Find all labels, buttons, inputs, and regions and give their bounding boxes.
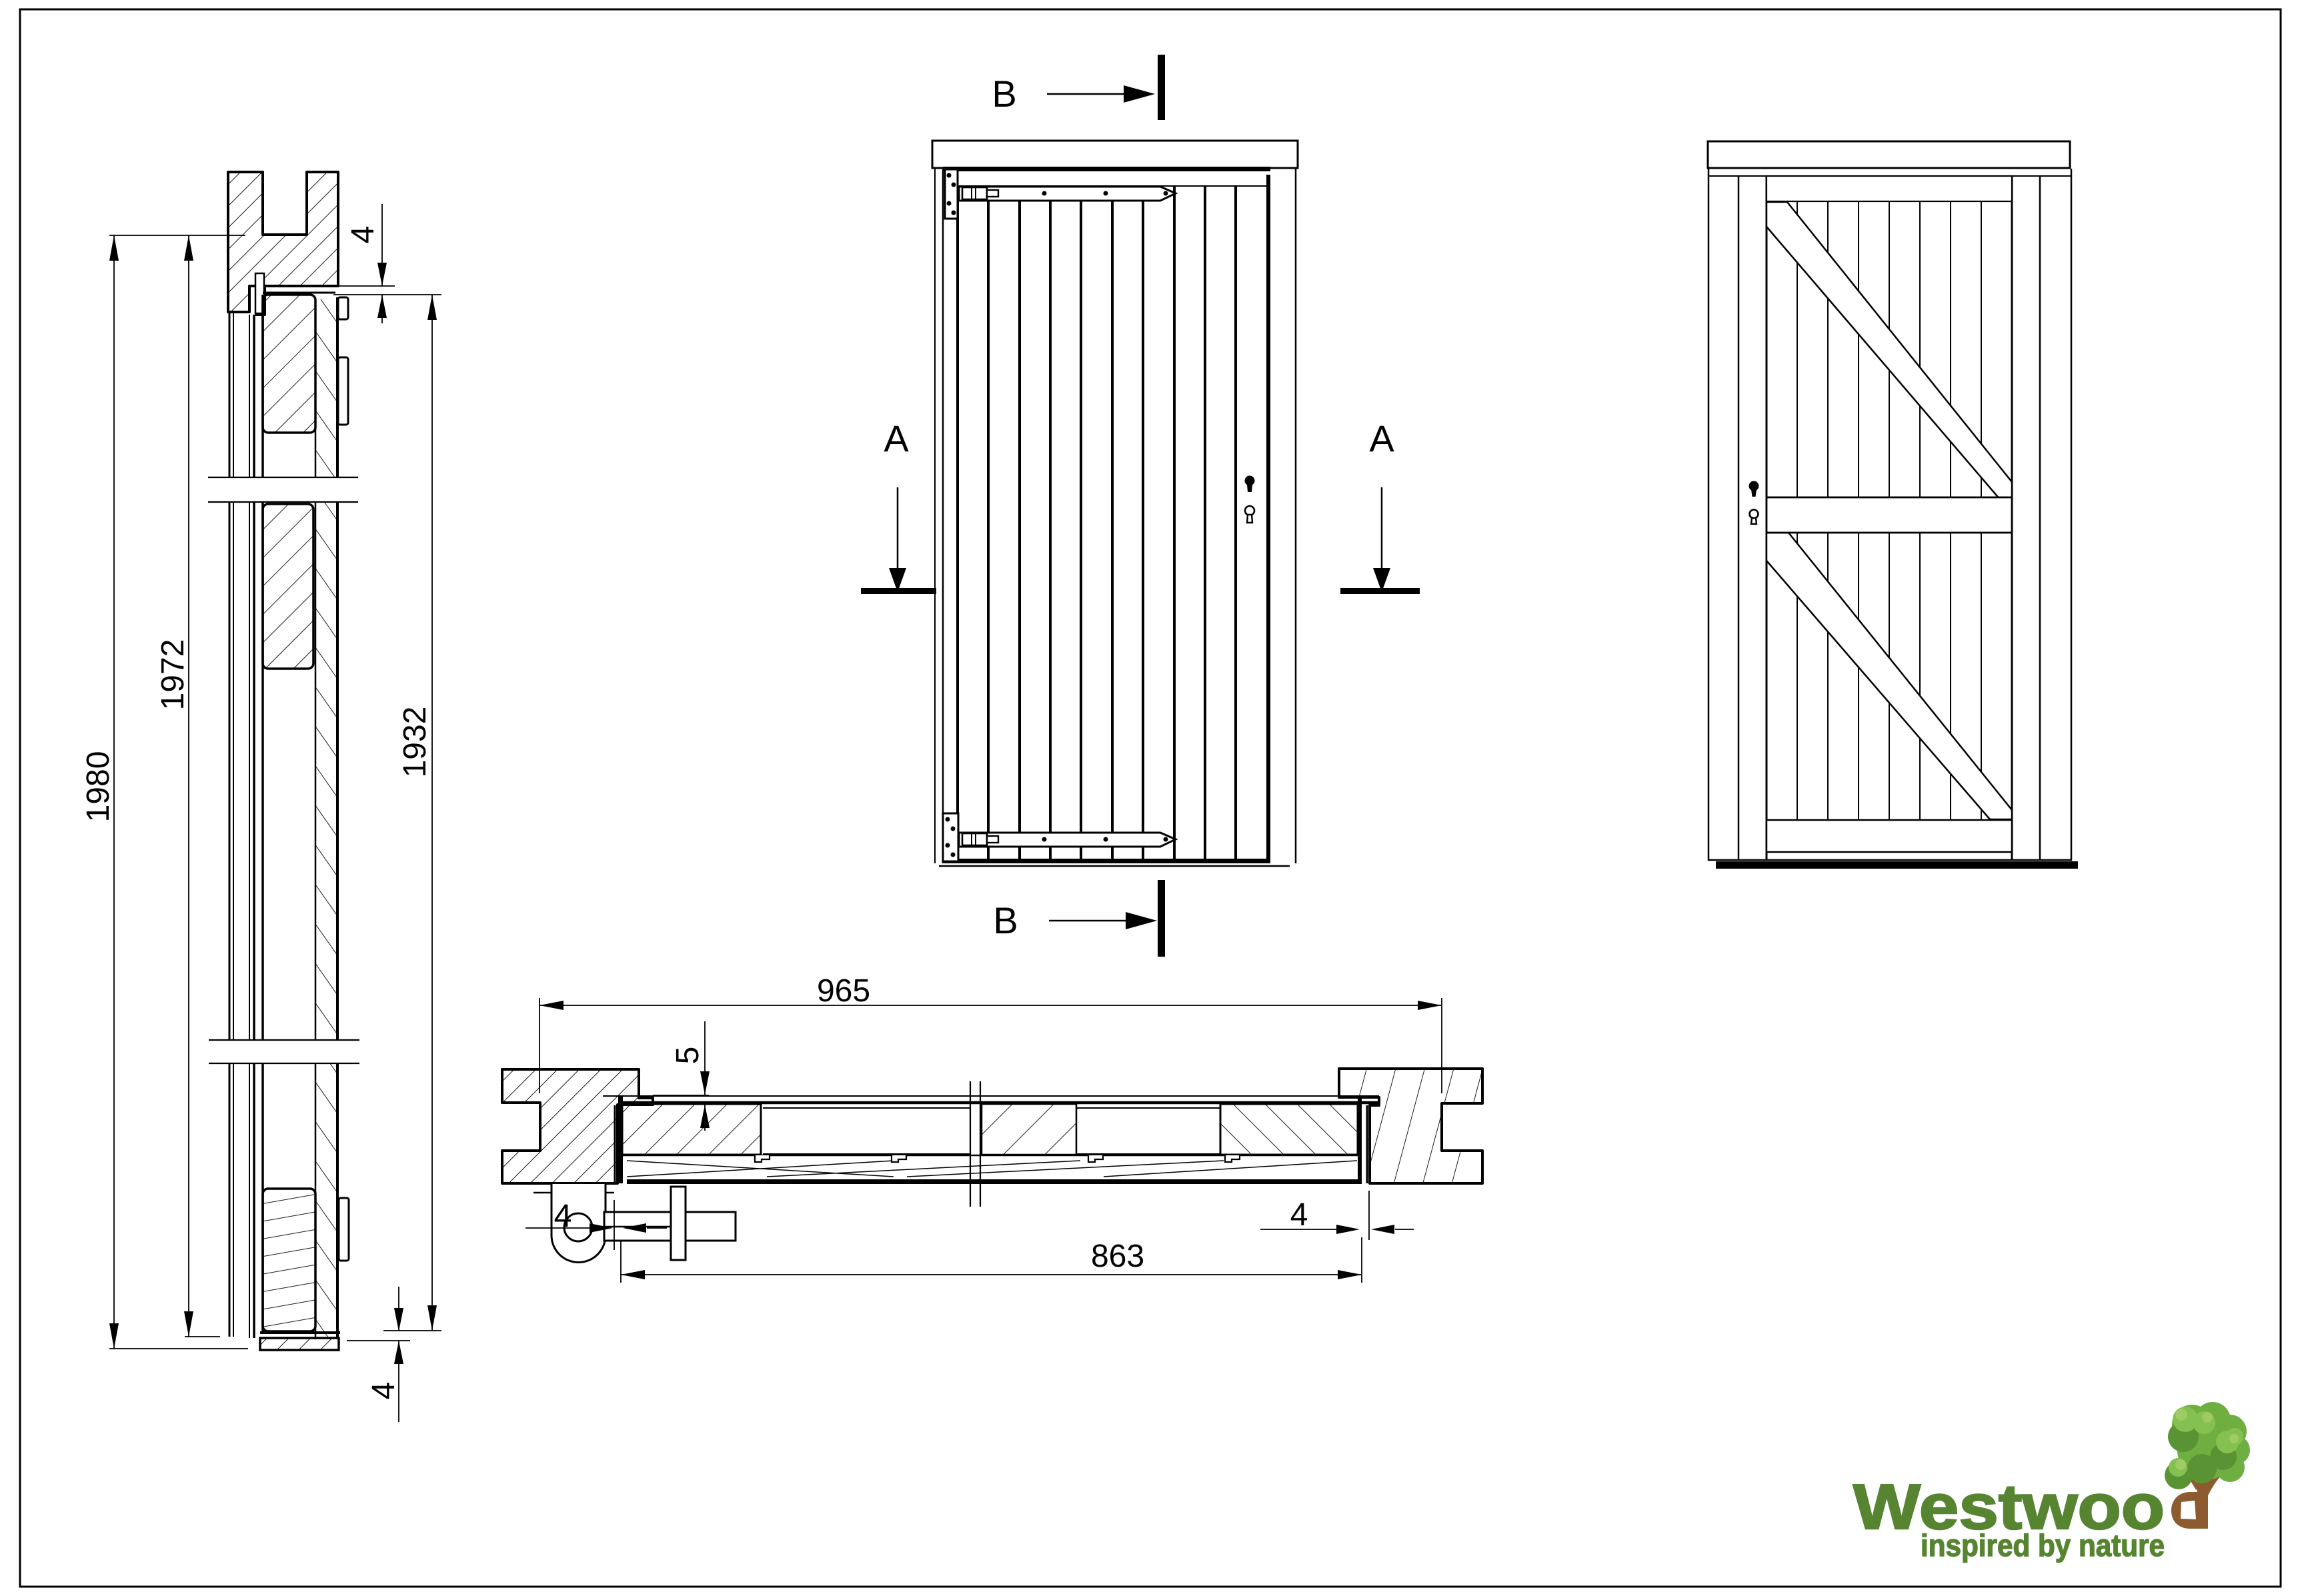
svg-text:Westwoo: Westwoo (1853, 1471, 2165, 1543)
svg-text:A: A (1369, 417, 1394, 459)
svg-text:863: 863 (1091, 1239, 1144, 1274)
svg-text:4: 4 (366, 1382, 401, 1400)
svg-text:4: 4 (345, 226, 381, 244)
svg-text:1932: 1932 (397, 707, 433, 778)
svg-text:1972: 1972 (155, 639, 191, 711)
svg-text:inspired by nature: inspired by nature (1921, 1528, 2165, 1563)
svg-text:B: B (992, 73, 1016, 115)
svg-text:1980: 1980 (81, 751, 116, 823)
svg-text:A: A (884, 417, 909, 459)
svg-text:965: 965 (817, 973, 870, 1009)
svg-text:B: B (993, 899, 1018, 941)
svg-text:4: 4 (554, 1199, 572, 1234)
svg-text:5: 5 (670, 1047, 706, 1065)
svg-text:4: 4 (1290, 1197, 1308, 1233)
